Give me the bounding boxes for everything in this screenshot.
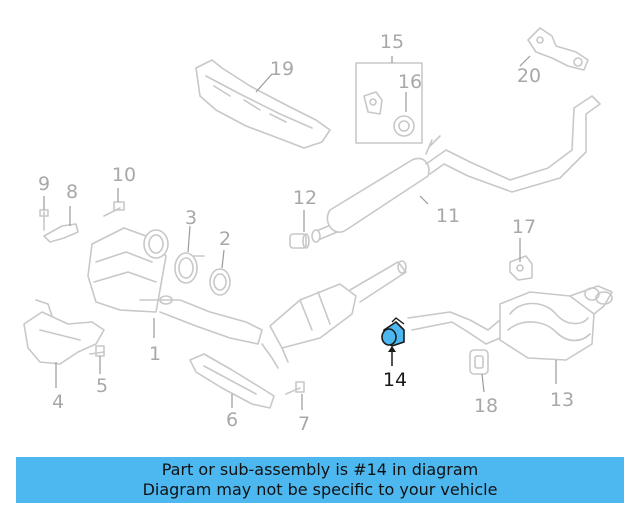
callout-14: 14 (383, 369, 407, 391)
callout-13: 13 (550, 389, 574, 411)
part-19-heat-shield (195, 59, 331, 149)
part-7-bolt (285, 381, 305, 395)
callout-3: 3 (185, 207, 197, 229)
part-20-bracket (527, 27, 589, 71)
callout-6: 6 (226, 409, 238, 431)
part-5-bolt (89, 345, 105, 357)
leader-lines (43, 55, 557, 410)
callout-9: 9 (38, 173, 50, 195)
callout-18: 18 (474, 395, 498, 417)
banner-line-disclaimer: Diagram may not be specific to your vehi… (142, 480, 498, 499)
part-18-hanger (469, 349, 489, 375)
part-14-clamp (381, 317, 405, 347)
callout-4: 4 (52, 391, 64, 413)
part-6-heat-shield (189, 353, 275, 409)
callout-12: 12 (293, 187, 317, 209)
callout-19: 19 (270, 58, 294, 80)
callout-17: 17 (512, 216, 536, 238)
part-17-hanger-bracket (509, 255, 533, 281)
part-10-bolt (103, 201, 125, 217)
callout-labels: 1 2 3 4 5 6 7 8 9 10 11 12 13 14 15 16 1… (38, 31, 574, 435)
callout-10: 10 (112, 164, 136, 186)
part-1-catalytic-converter (87, 227, 263, 345)
part-2-gasket (209, 268, 231, 296)
part-3-gasket (174, 252, 205, 284)
part-9-stud (39, 209, 49, 231)
callout-5: 5 (96, 375, 108, 397)
part-11-center-muffler (311, 95, 601, 243)
part-8-bracket (43, 223, 79, 243)
part-13-rear-muffler (407, 285, 613, 361)
front-pipe (261, 260, 407, 369)
callout-1: 1 (149, 343, 161, 365)
banner-line-part: Part or sub-assembly is #14 in diagram (161, 460, 479, 479)
part-12-sleeve (289, 233, 310, 249)
callout-2: 2 (219, 228, 231, 250)
callout-7: 7 (298, 413, 310, 435)
callout-20: 20 (517, 65, 541, 87)
callout-11: 11 (436, 205, 460, 227)
part-4-heat-shield (23, 299, 105, 365)
callout-16: 16 (398, 71, 422, 93)
callout-8: 8 (66, 181, 78, 203)
callout-15: 15 (380, 31, 404, 53)
part-info-banner: Part or sub-assembly is #14 in diagram D… (16, 457, 624, 503)
part-15-16-box (355, 62, 423, 144)
